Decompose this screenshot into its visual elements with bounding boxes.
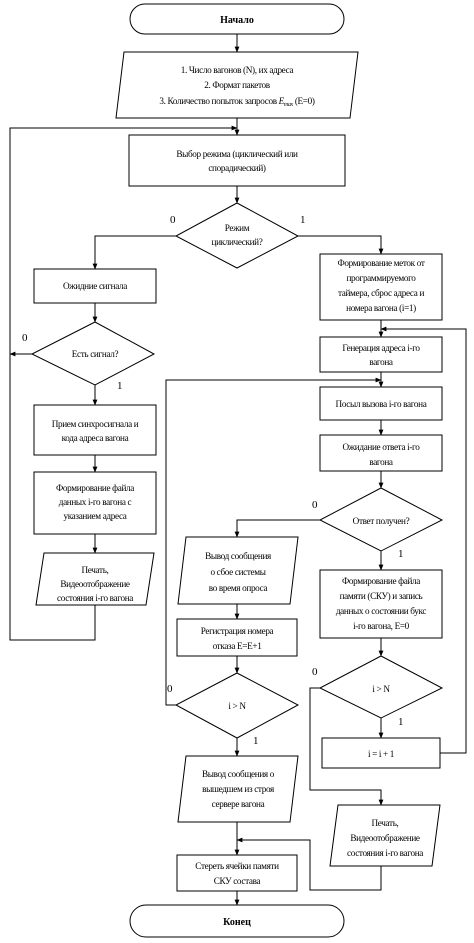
signal-one-label: 1 [117,380,123,392]
svg-text:указанием адреса: указанием адреса [63,511,126,521]
svg-text:Видеоотображение: Видеоотображение [350,833,420,843]
mode-decision: Режим циклический? 0 1 [170,202,306,269]
svg-text:во время опроса: во время опроса [209,583,268,593]
fail-output: Вывод сообщения о вышедшем из строя серв… [177,755,299,823]
mid-cond-zero-label: 0 [167,683,173,695]
svg-text:Регистрация номера: Регистрация номера [201,626,274,636]
svg-text:СКУ состава: СКУ состава [214,876,261,886]
receive-box: Прием синхросигнала и кода адреса вагона [33,404,157,456]
svg-text:отказа E=E+1: отказа E=E+1 [213,641,263,651]
svg-text:состояния i-го вагона: состояния i-го вагона [57,593,133,603]
form-file-box: Формирование файла данных i-го вагона с … [33,471,157,535]
svg-text:i > N: i > N [372,684,390,694]
svg-text:Вывод сообщения о: Вывод сообщения о [202,769,275,779]
svg-text:Посыл вызова i-го вагона: Посыл вызова i-го вагона [336,399,427,409]
svg-text:Ожидние сигнала: Ожидние сигнала [63,281,127,291]
svg-text:Режим: Режим [225,223,250,233]
mode-one-label: 1 [300,214,306,226]
mid-cond-one-label: 1 [253,735,259,747]
mode-zero-label: 0 [170,214,176,226]
input-line-3: 3. Количество попыток запросов Emax (E=0… [159,96,314,108]
fail-message: Вывод сообщения о сбое системы во время … [177,536,299,605]
input-line-2: 2. Формат пакетов [204,80,271,90]
connectors [9,34,467,906]
svg-text:Есть сигнал?: Есть сигнал? [72,349,119,359]
svg-text:Ответ получен?: Ответ получен? [353,516,410,526]
answer-decision: Ответ получен? 0 1 [312,487,444,560]
svg-text:Стереть ячейки памяти: Стереть ячейки памяти [195,861,279,871]
reg-fail-box: Регистрация номера отказа E=E+1 [176,618,298,657]
form-file-mem-box: Формирование файла памяти (СКУ) и запись… [319,569,443,639]
svg-text:кода адреса вагона: кода адреса вагона [62,433,129,443]
input-block: 1. Число вагонов (N), их адреса 2. Форма… [115,51,359,119]
signal-zero-label: 0 [22,332,28,344]
start-terminator: Начало [129,3,345,35]
svg-text:Формирование меток от: Формирование меток от [337,258,424,268]
svg-text:Ожидание ответа i-го: Ожидание ответа i-го [343,442,421,452]
input-line-1: 1. Число вагонов (N), их адреса [181,65,294,75]
svg-text:Печать,: Печать, [82,565,109,575]
svg-text:Вывод сообщения: Вывод сообщения [205,551,272,561]
svg-text:таймера, сброс адреса и: таймера, сброс адреса и [338,288,424,298]
start-label: Начало [220,15,254,26]
right-condition-decision: i > N 0 1 [312,655,444,728]
mid-condition-decision: i > N 0 1 [167,672,300,747]
svg-text:о сбое системы: о сбое системы [210,567,265,577]
svg-text:программируемого: программируемого [346,273,416,283]
svg-text:Выбор режима (циклический или: Выбор режима (циклический или [176,149,298,159]
svg-text:спорадический): спорадический) [208,163,266,173]
answer-zero-label: 0 [312,499,318,511]
svg-text:вагона: вагона [369,457,393,467]
svg-text:Генерация адреса i-го: Генерация адреса i-го [342,343,420,353]
svg-text:i-го вагона, E=0: i-го вагона, E=0 [353,621,410,631]
send-call-box: Посыл вызова i-го вагона [319,386,443,421]
svg-text:Формирование файла: Формирование файла [56,483,134,493]
svg-text:состояния i-го вагона: состояния i-го вагона [347,848,423,858]
svg-text:вышедшем из строя: вышедшем из строя [202,784,275,794]
svg-text:сервере вагона: сервере вагона [212,799,265,809]
svg-text:i > N: i > N [228,701,246,711]
svg-text:данных о состоянии букс: данных о состоянии букс [336,606,427,616]
gen-addr-box: Генерация адреса i-го вагона [319,336,443,373]
wait-answer-box: Ожидание ответа i-го вагона [319,434,443,472]
form-timer-box: Формирование меток от программируемого т… [319,253,443,321]
mode-select-box: Выбор режима (циклический или спорадичес… [128,134,346,187]
svg-text:Видеоотображение: Видеоотображение [60,579,130,589]
right-cond-zero-label: 0 [312,666,318,678]
svg-text:Прием синхросигнала и: Прием синхросигнала и [52,419,139,429]
svg-text:Формирование файла: Формирование файла [342,576,420,586]
print-left: Печать, Видеоотображение состояния i-го … [35,552,155,606]
answer-one-label: 1 [398,548,404,560]
erase-memory-box: Стереть ячейки памяти СКУ состава [176,854,298,892]
svg-text:циклический?: циклический? [212,237,263,247]
svg-text:Печать,: Печать, [372,818,399,828]
wait-signal-box: Ожидние сигнала [33,268,157,304]
svg-text:номера вагона (i=1): номера вагона (i=1) [346,303,416,313]
right-cond-one-label: 1 [398,716,404,728]
svg-text:памяти (СКУ) и запись: памяти (СКУ) и запись [340,591,423,601]
print-right: Печать, Видеоотображение состояния i-го … [329,804,441,867]
svg-text:вагона: вагона [369,357,393,367]
svg-text:данных i-го вагона с: данных i-го вагона с [59,497,132,507]
svg-text:i = i + 1: i = i + 1 [368,749,395,759]
end-terminator: Конец [129,904,345,938]
end-label: Конец [223,917,251,928]
has-signal-decision: Есть сигнал? 0 1 [22,321,156,392]
increment-box: i = i + 1 [321,737,441,769]
